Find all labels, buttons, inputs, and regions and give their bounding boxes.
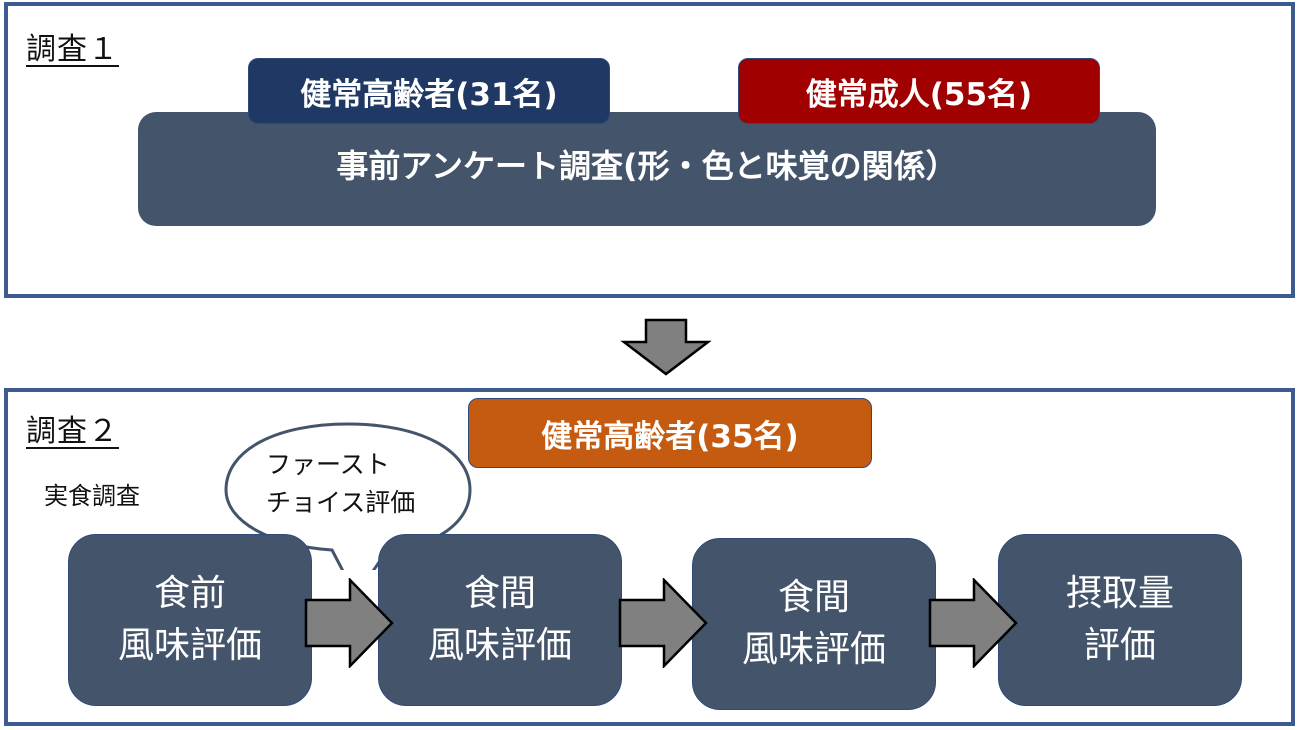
step-1-line1: 食前 [153, 573, 226, 614]
step-4-line1: 摂取量 [1065, 573, 1174, 614]
first-choice-callout-bubble [224, 422, 472, 570]
step-intake-eval: 摂取量 評価 [998, 534, 1242, 706]
right-arrow-icon-1 [304, 578, 394, 668]
right-arrow-icon-2 [618, 578, 708, 668]
step-2-line2: 風味評価 [427, 625, 572, 666]
group-elderly-label: 健常高齢者(31名) [300, 76, 558, 113]
step-mid-meal-flavor-eval-2: 食間 風味評価 [692, 538, 936, 710]
group-elderly-35-tag: 健常高齢者(35名) [468, 398, 872, 468]
pre-questionnaire-box: 事前アンケート調査(形・色と味覚の関係） [138, 112, 1156, 226]
step-2-line1: 食間 [463, 573, 536, 614]
down-arrow-icon [620, 318, 712, 376]
group-adults-tag: 健常成人(55名) [738, 58, 1100, 124]
step-pre-meal-flavor-eval: 食前 風味評価 [68, 534, 312, 706]
group-elderly-tag: 健常高齢者(31名) [248, 58, 610, 124]
callout-line1: ファースト [266, 450, 390, 479]
step-4-line2: 評価 [1083, 625, 1156, 666]
real-meal-survey-label: 実食調査 [44, 482, 140, 510]
survey2-panel: 調査２ 実食調査 健常高齢者(35名) ファースト チョイス評価 食前 風味評価… [4, 388, 1295, 726]
step-mid-meal-flavor-eval-1: 食間 風味評価 [378, 534, 622, 706]
pre-questionnaire-label: 事前アンケート調査(形・色と味覚の関係） [336, 147, 958, 185]
survey1-panel: 調査１ 事前アンケート調査(形・色と味覚の関係） 健常高齢者(31名) 健常成人… [4, 2, 1295, 298]
step-3-line2: 風味評価 [741, 629, 886, 670]
survey1-title: 調査１ [26, 32, 119, 67]
first-choice-callout-text: ファースト チョイス評価 [266, 446, 415, 522]
callout-line2: チョイス評価 [266, 488, 416, 517]
survey2-title: 調査２ [26, 414, 119, 449]
step-3-line1: 食間 [777, 577, 850, 618]
step-1-line2: 風味評価 [117, 625, 262, 666]
group-adults-label: 健常成人(55名) [805, 76, 1033, 113]
group-elderly-35-label: 健常高齢者(35名) [541, 418, 799, 455]
right-arrow-icon-3 [928, 578, 1018, 668]
